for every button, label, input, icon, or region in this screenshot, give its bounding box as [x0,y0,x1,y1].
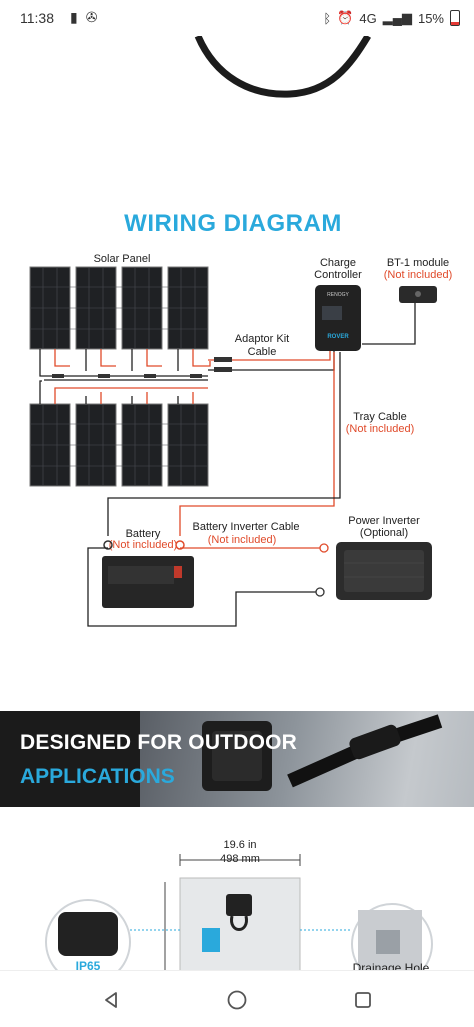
wiring-diagram: WIRING DIAGRAM Solar Panel [29,36,452,627]
battery-label: Battery [126,528,161,540]
storage-icon: ▮ [70,9,78,25]
controller-brand: RENOGY [327,292,349,298]
status-bar: 11:38 ▮ ✇ ᛒ ⏰ 4G ▂▄▆ 15% [0,0,474,36]
battery-inverter-note: (Not included) [208,534,276,546]
bt-module-label: BT-1 module [387,257,449,269]
battery-inverter-cable [87,543,329,627]
tray-cable [107,352,341,536]
charge-controller-label-2: Controller [314,269,362,281]
signal-icon: ▂▄▆ [382,10,412,25]
bluetooth-icon: ᛒ [323,10,332,26]
back-button[interactable] [96,985,126,1015]
charge-controller: RENOGY ROVER [315,285,361,351]
panel-back [179,877,301,970]
junction-box-photo [140,711,474,807]
panel-wiring [39,349,211,404]
drainage-label: Drainage Hole [353,961,430,970]
charge-controller-label-1: Charge [320,257,356,269]
network-icon: 4G [359,10,377,26]
alarm-icon: ⏰ [337,10,354,25]
adaptor-kit-label-2: Cable [248,346,277,358]
power-inverter-label-2: (Optional) [360,527,408,539]
battery-percent: 15% [417,10,444,26]
cable-loop-image [194,36,372,98]
recents-button[interactable] [348,985,378,1015]
status-left-icons: ▮ ✇ [70,9,97,26]
width-in: 19.6 in [223,839,256,851]
controller-model: ROVER [327,334,349,340]
status-time: 11:38 [20,10,54,26]
page-content[interactable]: WIRING DIAGRAM Solar Panel [0,36,474,970]
status-right: ᛒ ⏰ 4G ▂▄▆ 15% [323,10,460,26]
battery-note: (Not included) [109,539,177,551]
fan-icon: ✇ [85,9,98,25]
spec-graphic: 19.6 in 498 mm IP65 Drainage Hole [45,839,433,970]
back-triangle-icon [105,992,117,1008]
adaptor-kit-label-1: Adaptor Kit [235,333,289,345]
diagram-title: WIRING DIAGRAM [124,210,342,237]
bt-module-note: (Not included) [384,269,452,281]
home-circle-icon [227,990,247,1010]
power-inverter [336,542,432,600]
navigation-bar [0,970,474,1027]
power-inverter-label-1: Power Inverter [348,515,420,527]
banner-line-2: APPLICATIONS [20,765,175,788]
home-button[interactable] [222,985,252,1015]
tray-cable-note: (Not included) [346,423,414,435]
banner-line-1: DESIGNED FOR OUTDOOR [20,731,298,754]
solar-panels-top-row [29,266,209,350]
tray-cable-label: Tray Cable [353,411,406,423]
connector-illustration [202,714,443,791]
recents-square-icon [355,992,371,1008]
bt-module [362,286,437,345]
ip-rating: IP65 [76,959,101,970]
spec-section: 19.6 in 498 mm IP65 Drainage Hole [0,834,474,970]
battery-icon [450,10,460,26]
solar-panels-bottom-row [29,403,209,487]
width-mm: 498 mm [220,853,260,865]
outdoor-banner: DESIGNED FOR OUTDOOR APPLICATIONS [0,711,474,807]
solar-panel-label: Solar Panel [94,253,151,265]
battery-inverter-label: Battery Inverter Cable [193,521,300,533]
battery [102,540,194,608]
